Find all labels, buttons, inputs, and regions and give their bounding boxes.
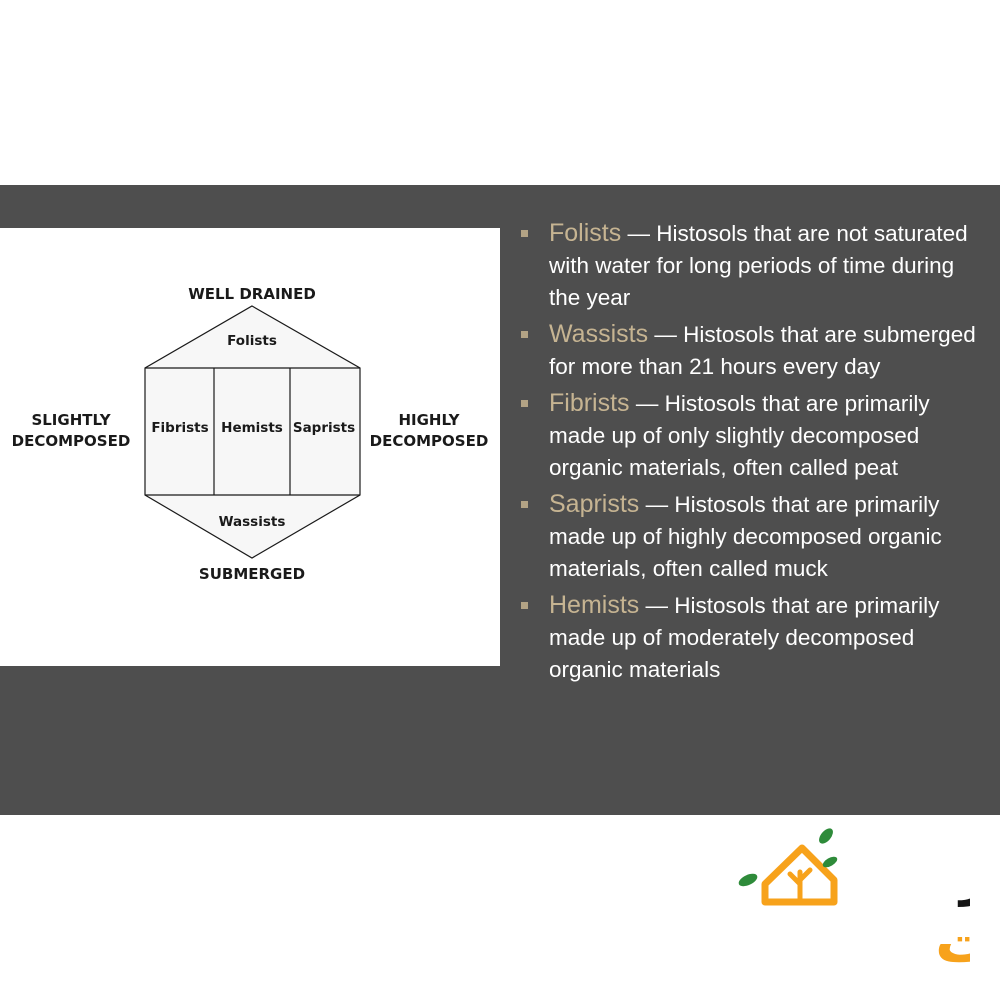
logo-line2: کشت	[935, 907, 970, 972]
term-label: Fibrists	[549, 389, 630, 417]
histosol-diagram: WELL DRAINED SUBMERGED SLIGHTLY DECOMPOS…	[0, 228, 500, 666]
definition-text: — Histosols that are not saturated with …	[549, 221, 968, 310]
house-outline	[761, 844, 838, 906]
well-drained-label: WELL DRAINED	[188, 285, 316, 303]
hexagon-shape	[144, 305, 361, 559]
slide: WELL DRAINED SUBMERGED SLIGHTLY DECOMPOS…	[0, 185, 1000, 815]
submerged-label: SUBMERGED	[199, 565, 305, 583]
definition-text: — Histosols that are submerged for more …	[549, 322, 976, 379]
definition-list: Folists — Histosols that are not saturat…	[518, 217, 988, 690]
definition-wassists: Wassists — Histosols that are submerged …	[518, 318, 988, 383]
diagram-graphic: WELL DRAINED SUBMERGED SLIGHTLY DECOMPOS…	[12, 285, 489, 583]
hemists-cell-label: Hemists	[221, 420, 283, 436]
bullet-square-icon	[521, 501, 528, 508]
bullet-square-icon	[521, 400, 528, 407]
plant-stem	[787, 867, 813, 905]
definition-folists: Folists — Histosols that are not saturat…	[518, 217, 988, 314]
slightly-label: SLIGHTLY	[31, 411, 111, 429]
house-leaf-icon	[738, 828, 838, 906]
folists-cell-label: Folists	[227, 333, 277, 349]
definition-saprists: Saprists — Histosols that are primarily …	[518, 488, 988, 585]
definition-text: — Histosols that are primarily made up o…	[549, 492, 942, 581]
definition-text: — Histosols that are primarily made up o…	[549, 593, 940, 682]
highly-decomposed-label: DECOMPOSED	[370, 432, 489, 450]
bullet-square-icon	[521, 331, 528, 338]
leaf-left	[738, 873, 758, 887]
highly-label: HIGHLY	[398, 411, 460, 429]
definition-hemists: Hemists — Histosols that are primarily m…	[518, 589, 988, 686]
bullet-square-icon	[521, 602, 528, 609]
term-label: Saprists	[549, 490, 640, 518]
leaf-right	[822, 856, 838, 868]
logo-line1: شیراز	[957, 844, 970, 907]
leaf-top	[819, 828, 833, 844]
fibrists-cell-label: Fibrists	[151, 420, 208, 436]
slightly-decomposed-label: DECOMPOSED	[12, 432, 131, 450]
term-label: Hemists	[549, 591, 640, 619]
shiraz-kesht-logo: شیراز کشت	[730, 822, 970, 972]
term-label: Folists	[549, 219, 622, 247]
definition-text: — Histosols that are primarily made up o…	[549, 391, 930, 480]
definition-fibrists: Fibrists — Histosols that are primarily …	[518, 387, 988, 484]
wassists-cell-label: Wassists	[219, 514, 286, 530]
logo-graphic: شیراز کشت	[738, 828, 970, 972]
bullet-square-icon	[521, 230, 528, 237]
saprists-cell-label: Saprists	[293, 420, 355, 436]
term-label: Wassists	[549, 320, 649, 348]
